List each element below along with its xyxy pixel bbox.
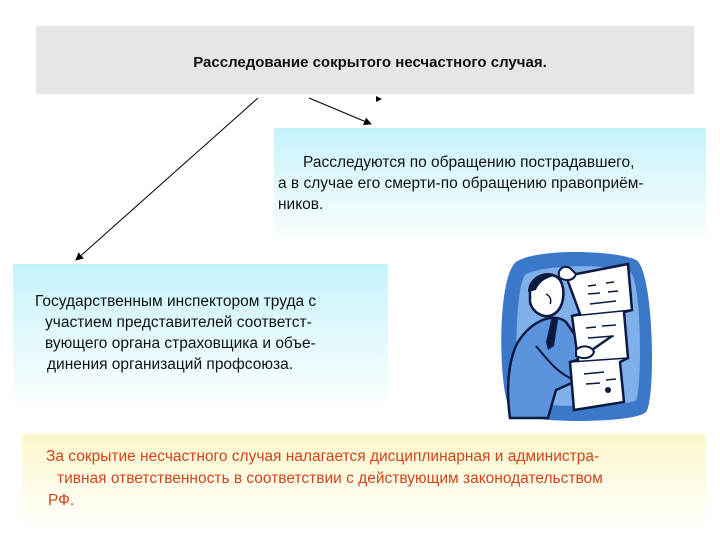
left-box-line: вующего органа страховщика и объе- <box>35 333 385 354</box>
right-box-line: Расследуются по обращению пострадавшего, <box>278 152 706 173</box>
right-box-line: ников. <box>278 194 706 215</box>
left-box-line: динения организаций профсоюза. <box>35 354 385 375</box>
man-holding-document-clipart <box>496 250 654 422</box>
note-line: РФ. <box>46 490 706 512</box>
note-line: тивная ответственность в соответствии с … <box>46 468 706 490</box>
left-box-line: Государственным инспектором труда с <box>35 291 385 312</box>
arrow-to-left-box <box>76 98 258 260</box>
right-info-box: Расследуются по обращению пострадавшего,… <box>274 128 706 238</box>
liability-note-box: За сокрытие несчастного случая налагаетс… <box>22 434 706 522</box>
left-info-box: Государственным инспектором труда с учас… <box>13 264 388 401</box>
left-box-line: участием представителей соответст- <box>35 312 385 333</box>
arrow-tip-mark <box>376 96 382 102</box>
right-box-line: а в случае его смерти-по обращению право… <box>278 173 706 194</box>
arrow-to-right-box <box>309 98 371 124</box>
note-line: За сокрытие несчастного случая налагаетс… <box>46 446 706 468</box>
